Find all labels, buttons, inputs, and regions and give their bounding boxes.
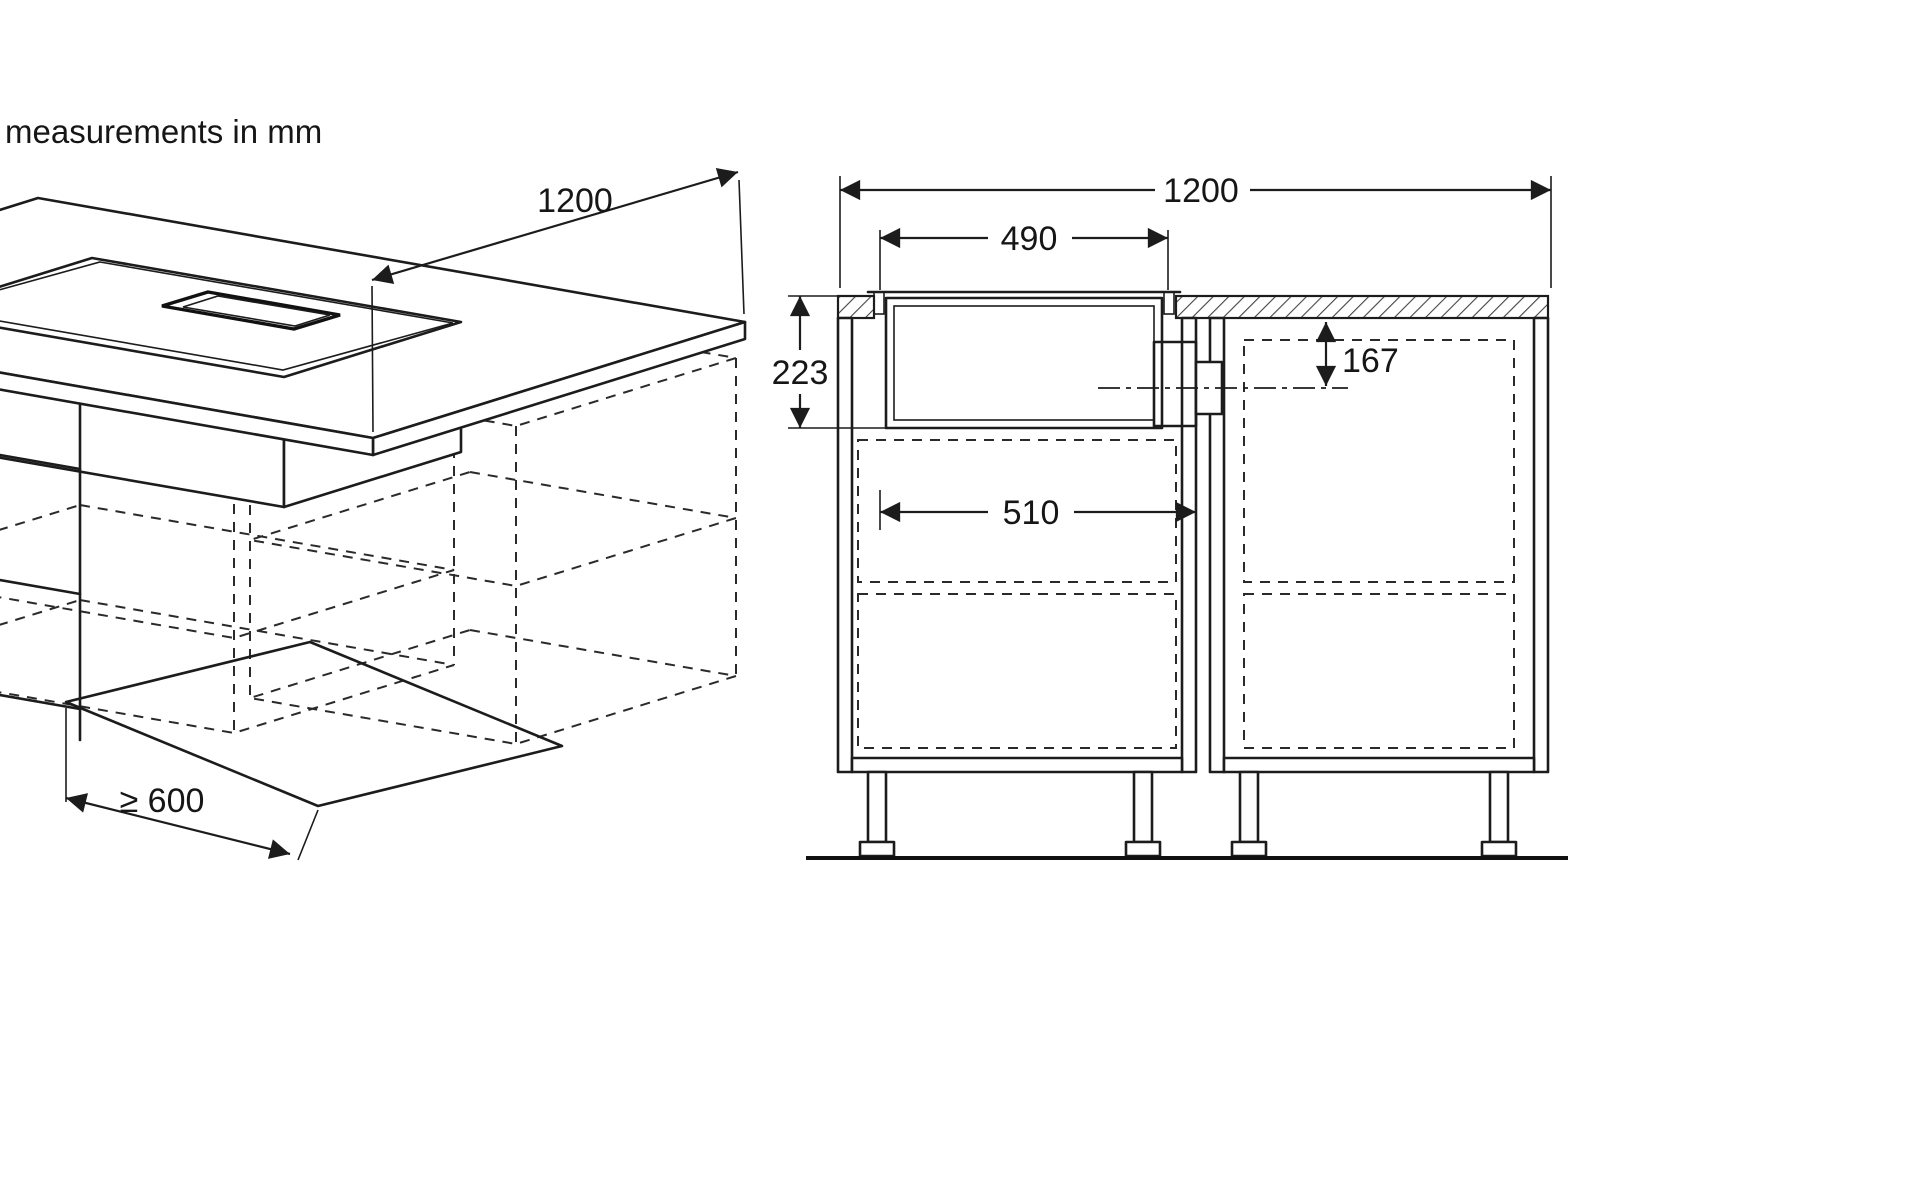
left-cabinet (836, 316, 1198, 858)
section-dimensions: 1200 490 223 167 510 (772, 172, 1552, 532)
extension-line (297, 809, 319, 861)
extension-line (738, 179, 745, 315)
worktop-section-left (836, 294, 876, 320)
dimension-line-clearance (65, 793, 291, 859)
dimension-label-niche: 510 (1003, 494, 1060, 532)
countertop-edge-front (0, 371, 375, 457)
iso-dimensions: 1200 ≥ 600 (65, 168, 745, 861)
right-cabinet (1208, 316, 1550, 858)
cabinet-bottom (850, 756, 1184, 774)
floor-clearance-panel (64, 640, 564, 808)
flange-hook (1163, 291, 1175, 315)
isometric-view: 1200 ≥ 600 (0, 168, 747, 861)
hob-section (866, 290, 1348, 430)
hidden-bottom-edge (249, 628, 737, 746)
section-view: 1200 490 223 167 510 (772, 172, 1568, 860)
dimension-label-clearance: ≥ 600 (120, 782, 205, 820)
drawer-hidden-outline (857, 439, 1177, 583)
vent-grille-inner (182, 295, 331, 327)
dimension-label-height: 223 (772, 354, 829, 392)
cabinet-leg (866, 770, 888, 844)
flange-hook (873, 291, 885, 315)
cabinet-wall (836, 316, 854, 774)
cabinet-wall (1208, 316, 1226, 774)
hob-inner-outline (0, 261, 454, 371)
cabinet-leg (1238, 770, 1260, 844)
hob-top (0, 256, 463, 379)
hidden-shelf-edge (249, 470, 737, 588)
dimension-label-total: 1200 (1163, 172, 1239, 210)
adjacent-cabinet-front (0, 402, 82, 742)
leg-foot (1230, 840, 1268, 858)
cabinet-wall (1532, 316, 1550, 774)
hob-outline (0, 256, 463, 379)
hidden-bottom-edge (0, 598, 455, 735)
leg-foot (1480, 840, 1518, 858)
drawer-line (0, 453, 82, 471)
drawer-line (0, 693, 82, 711)
cabinet-wall (1180, 316, 1198, 774)
cabinet-leg (1132, 770, 1154, 844)
vent-grille-icon (161, 290, 341, 331)
extension-line (371, 285, 374, 433)
dimension-label-duct-axis: 167 (1342, 342, 1399, 380)
dimension-line-depth (371, 168, 739, 284)
leg-foot (858, 840, 896, 858)
units-note: measurements in mm (5, 113, 322, 150)
leg-foot (1124, 840, 1162, 858)
dimension-label-cutout: 490 (1001, 220, 1058, 258)
drawer-hidden-outline (857, 593, 1177, 749)
worktop-section-right (1174, 294, 1550, 320)
drawer-line (0, 578, 82, 596)
hob-body (884, 296, 1164, 430)
cabinet-bottom (1222, 756, 1536, 774)
dimension-label-depth: 1200 (537, 182, 613, 220)
drawer-hidden-outline (1243, 339, 1515, 583)
drawer-hidden-outline (1243, 593, 1515, 749)
hidden-shelf-edge (0, 503, 455, 640)
cabinet-leg (1488, 770, 1510, 844)
